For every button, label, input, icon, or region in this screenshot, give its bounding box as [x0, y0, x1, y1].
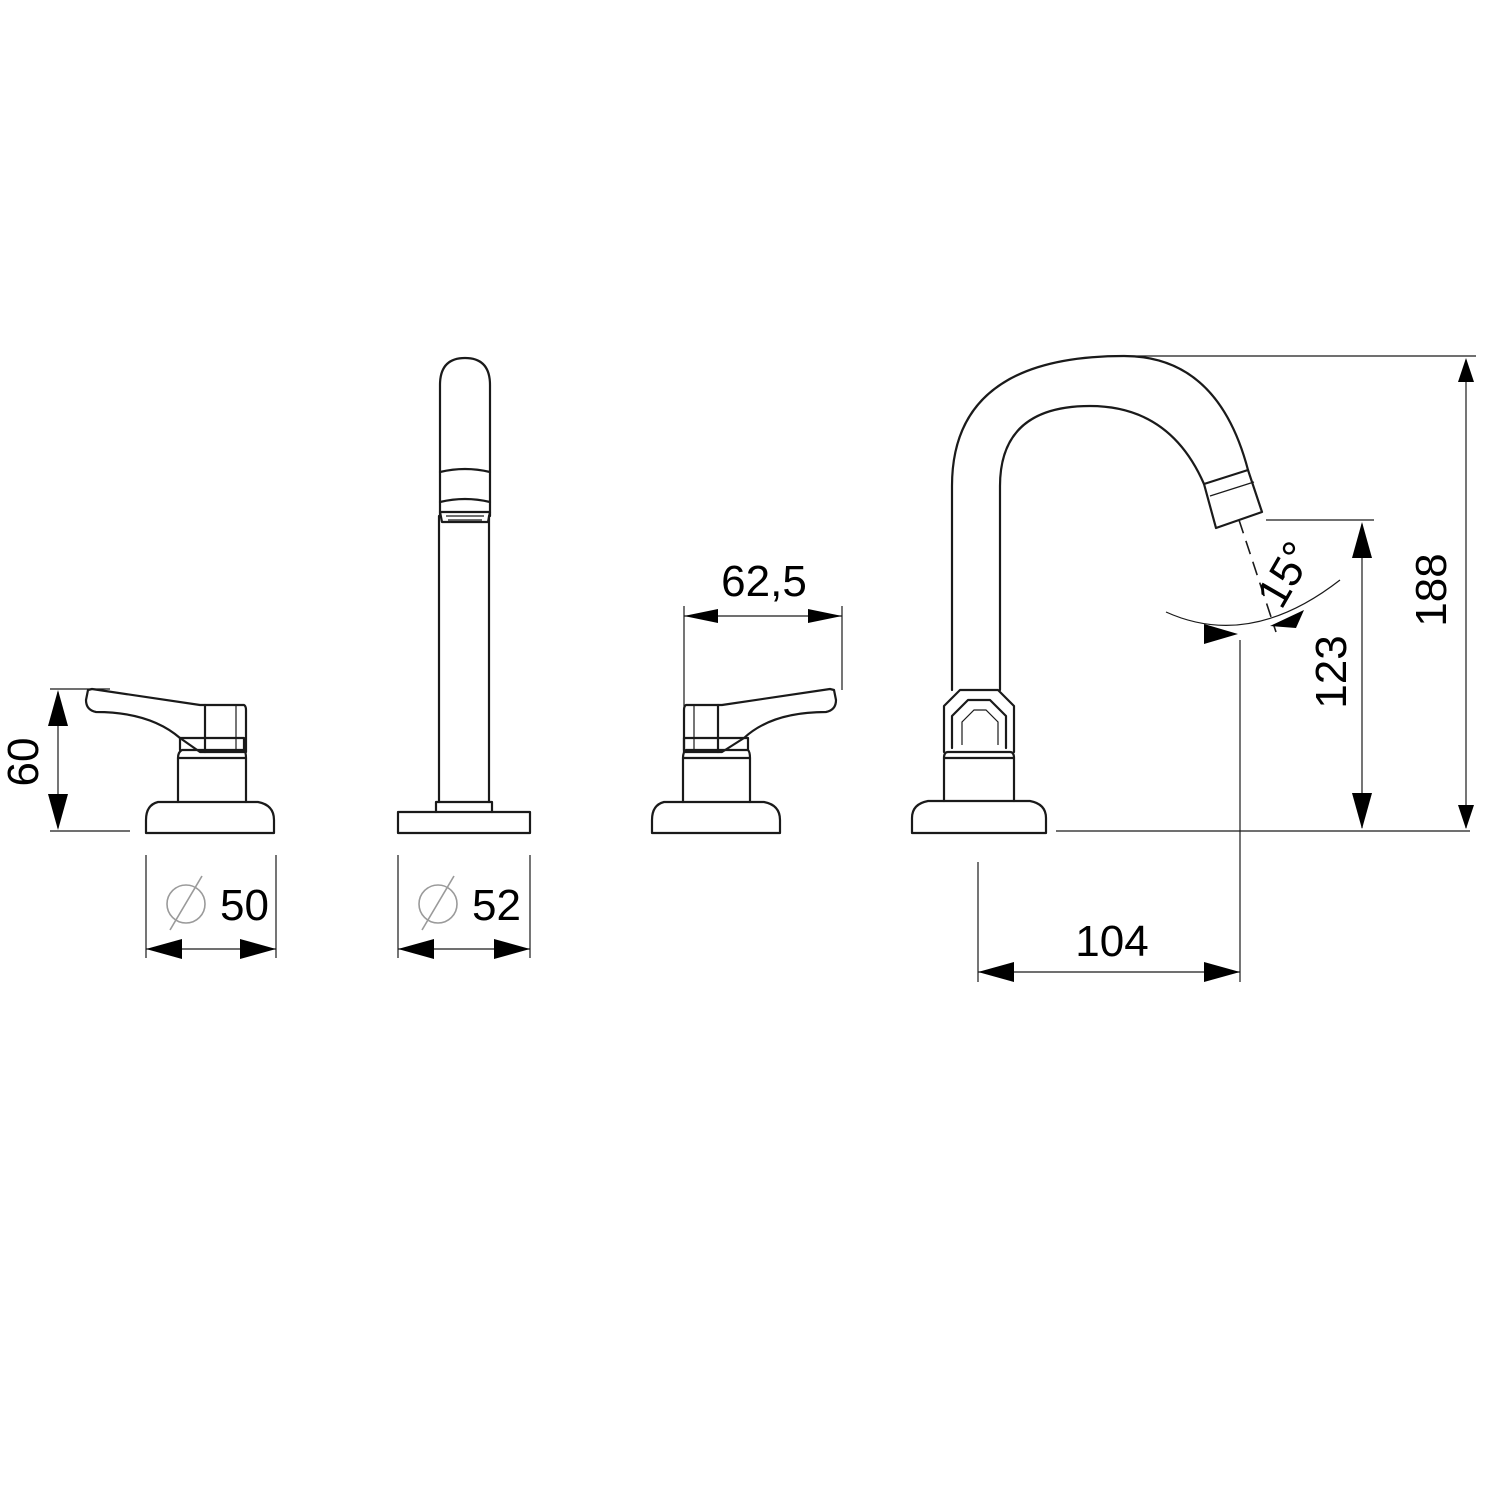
arrowhead-icon [240, 939, 276, 959]
arrowhead-icon [1458, 805, 1474, 829]
arrowhead-icon [1352, 522, 1372, 558]
arrowhead-icon [684, 609, 718, 623]
dim-handle-base-diameter: 50 [220, 881, 269, 930]
right-handle-valve [650, 687, 838, 835]
arrowheads [48, 358, 1474, 982]
dim-spout-angle: 15° [1248, 534, 1324, 616]
arrowhead-icon [1352, 793, 1372, 829]
gooseneck-spout [910, 354, 1277, 835]
diameter-symbols [166, 875, 458, 931]
arrowhead-icon [1204, 962, 1240, 982]
arrowhead-icon [1458, 358, 1474, 382]
diameter-icon [166, 875, 206, 931]
arrowhead-icon [978, 962, 1014, 982]
arrowhead-icon [808, 609, 842, 623]
arrowhead-icon [398, 939, 434, 959]
dim-spout-outlet-height: 123 [1307, 635, 1356, 708]
dim-lever-height: 60 [0, 738, 48, 787]
arrowhead-icon [146, 939, 182, 959]
dim-spout-reach: 104 [1075, 917, 1148, 966]
left-handle-valve [84, 687, 276, 835]
arrowhead-icon [494, 939, 530, 959]
arrowhead-icon [1270, 610, 1304, 628]
dim-lever-length: 62,5 [721, 557, 807, 606]
diameter-icon [418, 875, 458, 931]
arrowhead-icon [48, 690, 68, 726]
straight-spout [396, 356, 532, 835]
dim-spout-total-height: 188 [1407, 553, 1456, 626]
dim-spout-base-diameter: 52 [472, 881, 521, 930]
arrowhead-icon [1204, 624, 1238, 644]
arrowhead-icon [48, 794, 68, 830]
